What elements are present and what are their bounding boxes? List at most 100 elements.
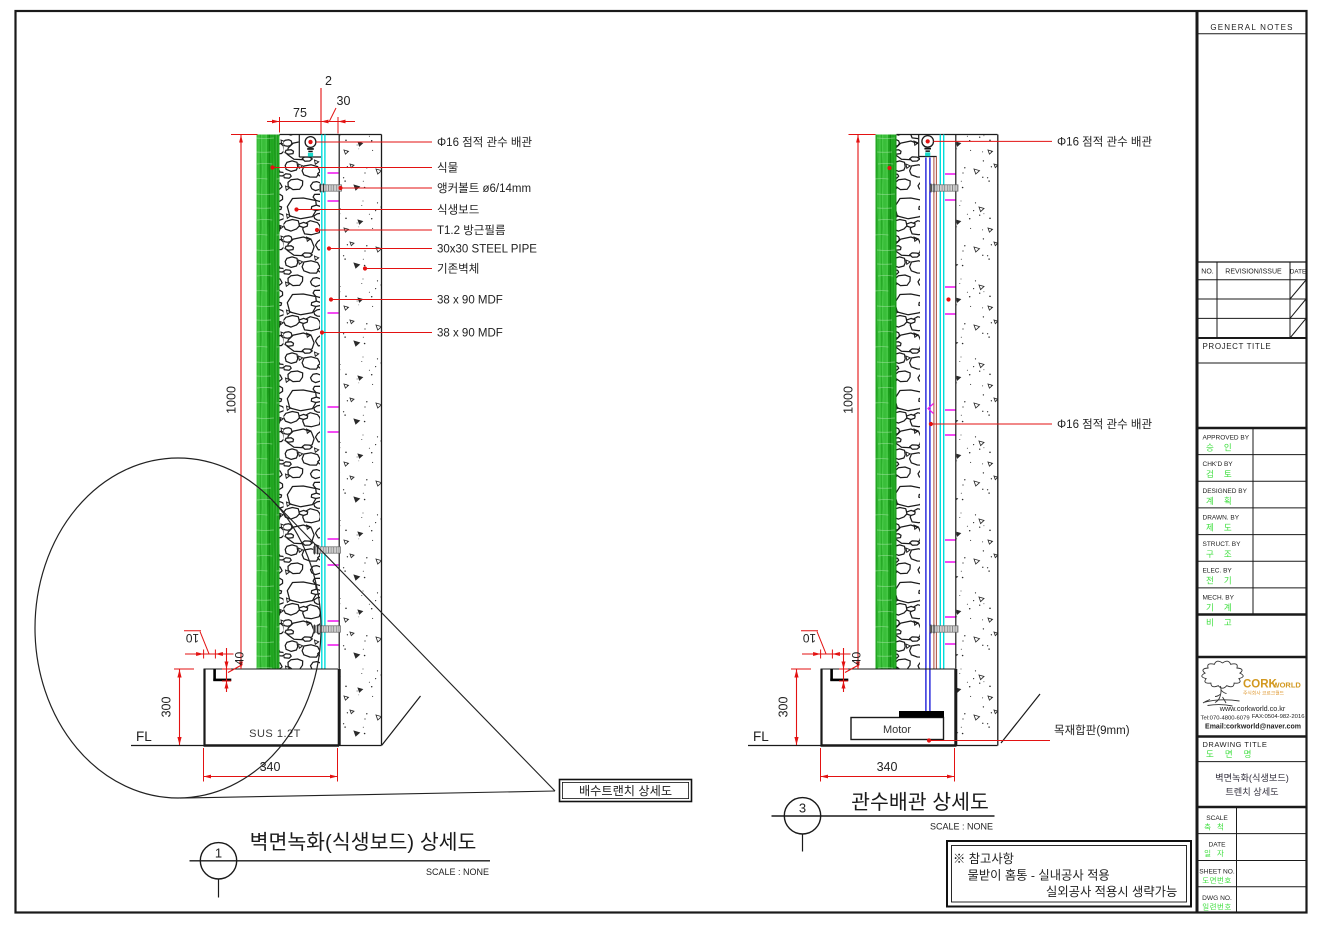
sign-label-5: ELEC. BY: [1203, 568, 1233, 575]
dim-300-right: 300: [777, 697, 791, 718]
floor-level-label: FL: [136, 729, 152, 744]
remark-label: 비고: [1206, 618, 1242, 628]
dim-10: 10: [186, 631, 200, 645]
drawing-title-label: DRAWING TITLE: [1203, 740, 1268, 749]
company-tel: Tel:070-4800-6079: [1201, 716, 1250, 722]
company-email: Email:corkworld@naver.com: [1205, 724, 1301, 731]
date-kr: 일자: [1204, 849, 1230, 858]
motor-label: Motor: [883, 724, 911, 736]
logo-tree: [1201, 660, 1244, 707]
detail-1-dimensions: 1000 75 2 30 10 40 300 340: [160, 74, 355, 782]
dim-1000-right: 1000: [842, 386, 856, 414]
general-notes-label: GENERAL NOTES: [1210, 23, 1293, 32]
company-fax: FAX:0504-982-2016: [1252, 714, 1305, 720]
detail-1-scale: SCALE : NONE: [426, 867, 489, 877]
sign-label-1: CHK'D BY: [1203, 461, 1234, 468]
dim-75: 75: [293, 106, 307, 120]
sign-label-3: DRAWN. BY: [1203, 514, 1240, 521]
dim-340: 340: [260, 760, 281, 774]
vegetation-board-hatch-right: [896, 134, 920, 669]
dwg_no-kr: 일련번호: [1202, 901, 1232, 911]
sign-name-4: 구조: [1206, 549, 1242, 559]
revision-col-date: DATE: [1290, 269, 1306, 276]
label-1: 식물: [437, 162, 458, 175]
label-plywood: 목재합판(9mm): [1054, 724, 1130, 737]
brand-world: WORLD: [1273, 681, 1302, 690]
vegetation-board-hatch: [279, 134, 320, 669]
brand-kr: 주식회사 코르크월드: [1243, 690, 1285, 697]
note-line-2: 물받이 홈통 - 실내공사 적용: [968, 869, 1110, 883]
anchor-bolt-symbol: [313, 625, 341, 633]
existing-wall-hatch: [340, 134, 382, 746]
dim-340-right: 340: [877, 760, 898, 774]
date-label: DATE: [1208, 842, 1226, 849]
detail-1-title: 1 벽면녹화(식생보드) 상세도 SCALE : NONE: [189, 831, 490, 898]
scale-label: SCALE: [1206, 815, 1228, 822]
dim-1000: 1000: [225, 386, 239, 414]
dwg_no-label: DWG NO.: [1202, 895, 1232, 902]
sign-name-5: 전기: [1206, 576, 1242, 586]
drawing-title-kr-label: 도면명: [1206, 749, 1262, 759]
dim-40-right: 40: [850, 652, 864, 666]
sign-name-2: 계획: [1206, 496, 1242, 506]
detail-3-title-text: 관수배관 상세도: [851, 791, 989, 814]
project-title-label: PROJECT TITLE: [1203, 342, 1272, 351]
dim-10-right: 10: [803, 631, 817, 645]
motor-cap: [899, 711, 944, 718]
existing-wall-hatch-right: [956, 134, 998, 746]
drawing-title-line2: 트렌치 상세도: [1225, 786, 1278, 797]
revision-col-issue: REVISION/ISSUE: [1225, 269, 1282, 276]
sign-label-6: MECH. BY: [1203, 594, 1235, 601]
detail-1-wall-section: [131, 133, 421, 747]
detail-1-title-text: 벽면녹화(식생보드) 상세도: [250, 831, 477, 854]
company-logo: CORK WORLD 주식회사 코르크월드 www.corkworld.co.k…: [1201, 660, 1305, 731]
detail-3-scale: SCALE : NONE: [930, 822, 993, 832]
vegetation-mat-hatch: [256, 134, 280, 669]
floor-level-label-right: FL: [753, 729, 769, 744]
detail-1-callout-labels: Φ16 점적 관수 배관 식물 앵커볼트 ø6/14mm 식생보드 T1.2 방…: [270, 136, 537, 340]
dim-30: 30: [337, 94, 351, 108]
drain-trench-callout: 배수트랜치 상세도: [34, 457, 693, 803]
label-5: 30x30 STEEL PIPE: [437, 244, 537, 256]
label-3: 식생보드: [437, 204, 479, 217]
sheet-border: [14, 9, 1308, 914]
detail-3-wall-section: Motor: [748, 133, 1041, 747]
dim-300: 300: [160, 697, 174, 718]
title-block: GENERAL NOTES NO. REVISION/ISSUE DATE PR…: [1198, 23, 1307, 913]
label-7: 38 x 90 MDF: [437, 295, 503, 307]
reference-note-box: ※ 참고사항 물받이 홈통 - 실내공사 적용 실외공사 적용시 생략가능: [946, 840, 1192, 908]
drain-trench-callout-label: 배수트랜치 상세도: [579, 784, 672, 798]
motor-box: [850, 716, 945, 741]
anchor-bolt-symbol: [319, 184, 342, 192]
sign-label-4: STRUCT. BY: [1203, 541, 1242, 548]
note-line-1: ※ 참고사항: [953, 852, 1014, 866]
anchor-bolt-symbol: [929, 184, 959, 192]
sign-name-0: 승인: [1206, 443, 1242, 453]
label-8: 38 x 90 MDF: [437, 328, 503, 340]
anchor-bolt-symbol: [313, 546, 341, 554]
sheet_no-label: SHEET NO.: [1199, 869, 1235, 876]
revision-col-no: NO.: [1201, 269, 1214, 276]
sign-name-6: 기계: [1206, 602, 1242, 612]
detail-3-title: 3 관수배관 상세도 SCALE : NONE: [771, 791, 995, 852]
vegetation-mat-hatch-right: [875, 134, 897, 669]
detail-3-dimensions: 1000 10 40 300 340: [777, 134, 955, 782]
label-6: 기존벽체: [437, 263, 479, 276]
sheet_no-kr: 도면번호: [1202, 875, 1232, 885]
scale-kr: 축척: [1204, 823, 1230, 832]
label-0: Φ16 점적 관수 배관: [437, 136, 532, 149]
drawing-title-line1: 벽면녹화(식생보드): [1215, 773, 1289, 783]
detail-1-number: 1: [215, 846, 222, 861]
sign-name-1: 검토: [1206, 469, 1242, 479]
label-pipe-mid: Φ16 점적 관수 배관: [1057, 418, 1152, 431]
dim-40: 40: [233, 652, 247, 666]
brand-cork: CORK: [1243, 679, 1278, 691]
note-line-3: 실외공사 적용시 생략가능: [1046, 885, 1177, 899]
detail-3-callout-labels: Φ16 점적 관수 배관 Φ16 점적 관수 배관 목재합판(9mm): [926, 136, 1152, 743]
anchor-bolt-symbol: [929, 625, 959, 633]
sign-label-2: DESIGNED BY: [1203, 488, 1248, 495]
label-2: 앵커볼트 ø6/14mm: [437, 182, 531, 195]
company-website: www.corkworld.co.kr: [1219, 704, 1286, 713]
